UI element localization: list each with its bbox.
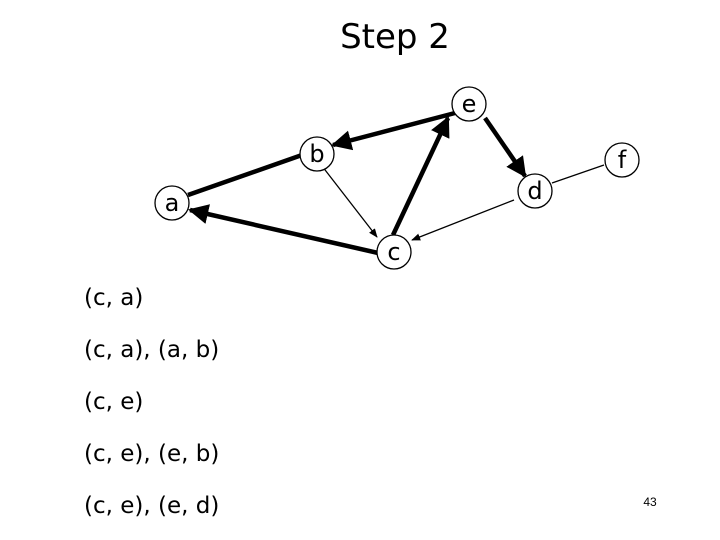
- path-list: (c, a) (c, a), (a, b) (c, e) (c, e), (e,…: [84, 272, 219, 532]
- path-line: (c, e): [84, 389, 144, 415]
- node-c-label: c: [387, 238, 400, 266]
- edge-c-e: [390, 116, 451, 236]
- path-line: (c, e), (e, b): [84, 441, 220, 467]
- edge-d-c: [411, 199, 515, 241]
- slide-title: Step 2: [340, 17, 450, 57]
- slide-number: 43: [643, 495, 657, 509]
- node-a: a: [154, 185, 190, 221]
- node-c: c: [376, 234, 412, 270]
- node-f-label: f: [618, 146, 627, 174]
- edge-b-c: [321, 165, 378, 238]
- edge-b-a: [187, 152, 303, 198]
- node-b: b: [299, 136, 335, 172]
- node-f: f: [604, 142, 640, 178]
- node-e: e: [451, 86, 487, 122]
- node-d: d: [517, 173, 553, 209]
- node-e-label: e: [462, 90, 477, 118]
- path-line: (c, a), (a, b): [84, 337, 220, 363]
- path-line: (c, e), (e, d): [84, 493, 220, 519]
- edge-c-a: [188, 204, 379, 256]
- node-b-label: b: [309, 140, 324, 168]
- node-d-label: d: [527, 177, 542, 205]
- edge-d-f: [551, 164, 605, 184]
- path-line: (c, a): [84, 285, 144, 311]
- node-a-label: a: [165, 189, 180, 217]
- edge-e-d: [483, 116, 527, 178]
